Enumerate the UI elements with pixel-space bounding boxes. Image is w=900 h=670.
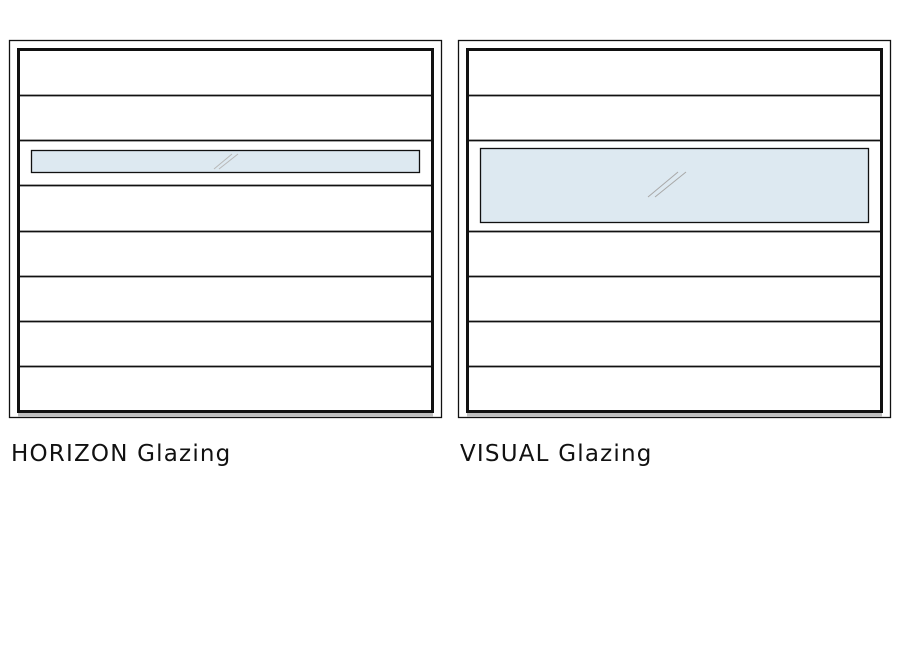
horizon-door-drawing	[8, 39, 443, 419]
visual-door-drawing	[457, 39, 892, 419]
door-leaf	[466, 48, 883, 413]
glass-reflection-line	[654, 171, 687, 198]
glazing-window	[30, 149, 421, 174]
glass-reflection-line	[647, 171, 679, 198]
door-sill	[467, 411, 882, 417]
glazing-window	[479, 147, 870, 224]
door-sill	[18, 411, 433, 417]
glass-reflection-line	[213, 153, 233, 170]
visual-door-figure: VISUAL Glazing	[449, 0, 899, 480]
horizon-door-figure: HORIZON Glazing	[0, 0, 450, 480]
glass-reflection-line	[218, 153, 239, 170]
door-caption: VISUAL Glazing	[460, 441, 653, 467]
door-leaf	[17, 48, 434, 413]
door-caption: HORIZON Glazing	[11, 441, 232, 467]
